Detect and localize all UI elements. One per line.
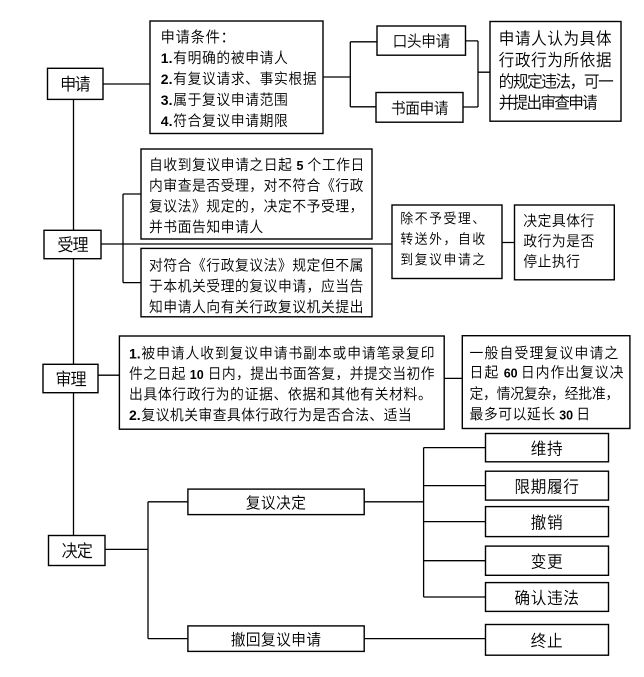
- svg-text:1.: 1.: [161, 50, 173, 66]
- svg-text:2.: 2.: [129, 407, 141, 423]
- svg-text:1.: 1.: [129, 345, 141, 361]
- svg-text:2.: 2.: [161, 71, 173, 87]
- svg-text:3.: 3.: [161, 92, 173, 108]
- svg-text:10: 10: [190, 368, 204, 382]
- svg-text:60: 60: [504, 367, 518, 381]
- svg-text:30: 30: [559, 408, 573, 422]
- svg-text:4.: 4.: [161, 113, 173, 129]
- svg-text:5: 5: [297, 159, 304, 173]
